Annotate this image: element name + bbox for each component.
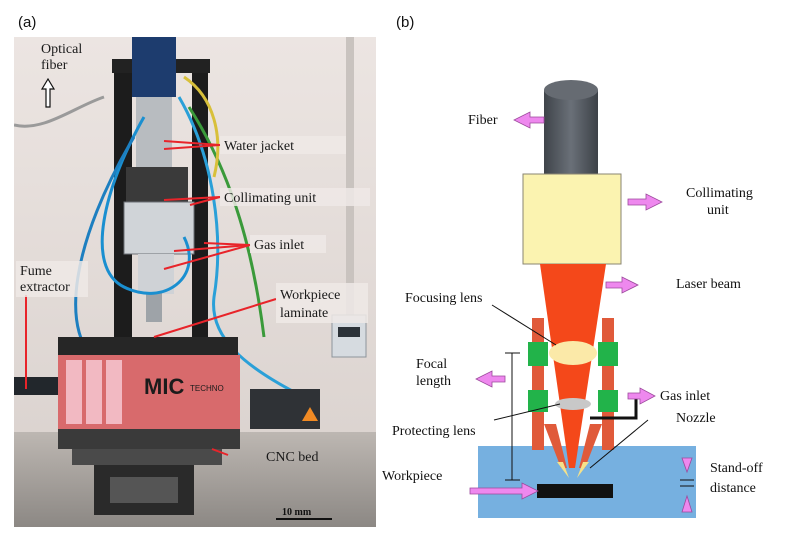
label-fiber: Fiber bbox=[468, 113, 498, 128]
laser-beam-arrow bbox=[605, 276, 639, 294]
label-water-jacket: Water jacket bbox=[224, 139, 294, 154]
protecting-lens bbox=[555, 398, 591, 410]
label-protecting-lens: Protecting lens bbox=[392, 424, 476, 439]
collimating-arrow bbox=[627, 193, 663, 211]
focusing-lens bbox=[549, 341, 597, 365]
label-nozzle: Nozzle bbox=[676, 411, 716, 426]
label-focusing-lens: Focusing lens bbox=[405, 291, 482, 306]
laser-beam-cone bbox=[540, 264, 606, 468]
label-focal-length-1: Focal bbox=[416, 357, 447, 372]
lens-clamps bbox=[528, 342, 618, 412]
workpiece-sample bbox=[537, 484, 613, 498]
label-collimating-unit: Collimating unit bbox=[224, 191, 316, 206]
fiber-cylinder bbox=[544, 80, 598, 174]
nozzle bbox=[544, 424, 602, 468]
nozzle-leader bbox=[589, 419, 649, 469]
workpiece-arrow bbox=[469, 482, 539, 500]
protecting-lens-leader bbox=[493, 403, 561, 421]
label-optical-fiber-line1: Optical bbox=[41, 42, 82, 57]
label-collimating-unit-b1: Collimating bbox=[686, 186, 753, 201]
lens-mount bbox=[532, 318, 614, 450]
label-workpiece: Workpiece bbox=[382, 469, 442, 484]
label-fume-extractor-line2: extractor bbox=[20, 280, 70, 295]
label-gas-inlet: Gas inlet bbox=[254, 238, 304, 253]
gas-jet-right bbox=[577, 462, 589, 478]
label-workpiece-laminate-line2: laminate bbox=[280, 306, 328, 321]
label-collimating-unit-b2: unit bbox=[707, 203, 729, 218]
label-gas-inlet-b: Gas inlet bbox=[660, 389, 710, 404]
label-standoff-2: distance bbox=[710, 481, 756, 496]
workpiece-block bbox=[478, 446, 696, 518]
standoff-dimension bbox=[680, 457, 694, 513]
fiber-arrow bbox=[513, 111, 545, 129]
label-optical-fiber-line2: fiber bbox=[41, 58, 68, 73]
gas-jet-left bbox=[557, 462, 569, 478]
scale-bar-label: 10 mm bbox=[282, 507, 312, 518]
machine-brand-sub-text: TECHNO bbox=[190, 384, 224, 393]
gas-inlet-arrow bbox=[627, 387, 656, 405]
setup-photograph: MIC TECHNO 10 mm Optical fiber Water jac… bbox=[14, 37, 376, 527]
gas-inlet-pipe bbox=[590, 394, 638, 420]
collimating-unit-box bbox=[522, 173, 622, 265]
focusing-lens-leader bbox=[491, 304, 557, 346]
label-cnc-bed: CNC bed bbox=[266, 450, 319, 465]
panel-b-label: (b) bbox=[396, 14, 415, 31]
label-laser-beam: Laser beam bbox=[676, 277, 741, 292]
label-standoff-1: Stand-off bbox=[710, 461, 763, 476]
label-focal-length-2: length bbox=[416, 374, 451, 389]
focal-length-dimension bbox=[505, 352, 520, 481]
label-fume-extractor-line1: Fume bbox=[20, 264, 52, 279]
machine-brand-text: MIC bbox=[144, 374, 184, 399]
label-workpiece-laminate-line1: Workpiece bbox=[280, 288, 340, 303]
focal-length-arrow bbox=[475, 370, 506, 388]
panel-a-label: (a) bbox=[18, 14, 37, 31]
